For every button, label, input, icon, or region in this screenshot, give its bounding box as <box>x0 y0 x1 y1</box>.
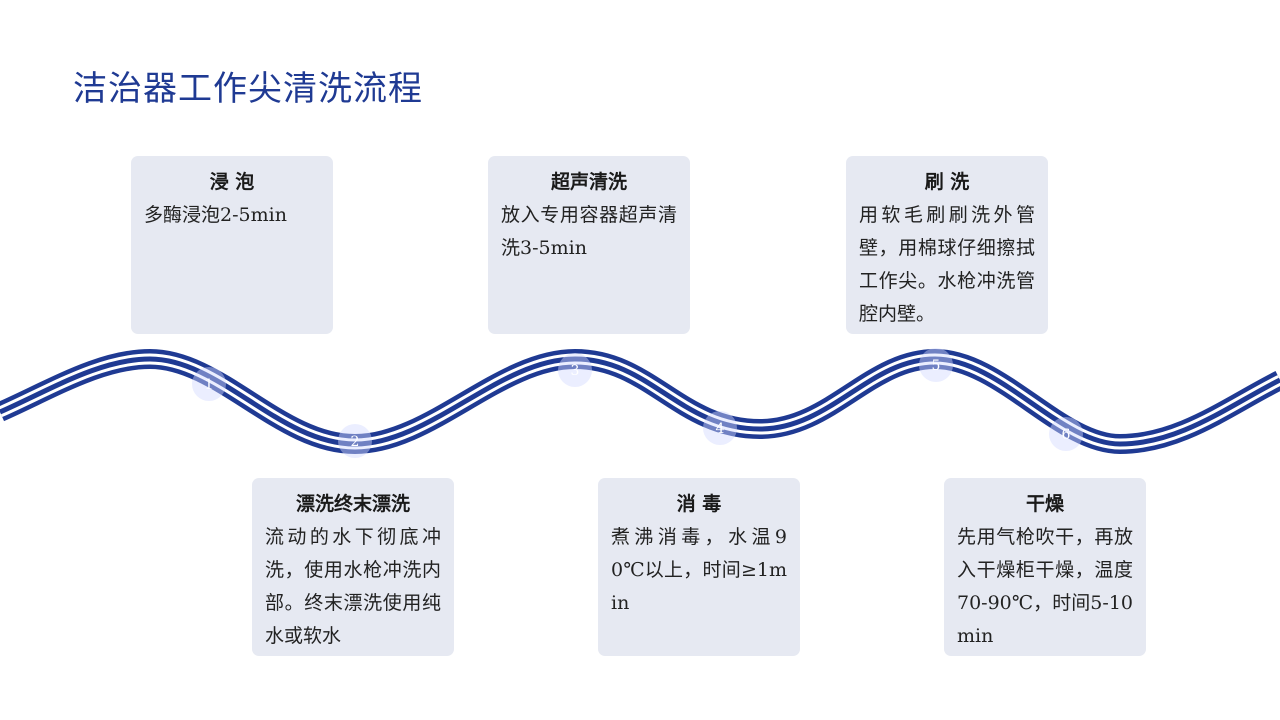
step-marker-3: 3 <box>558 353 592 387</box>
step-marker-1: 1 <box>192 367 226 401</box>
step-description: 流动的水下彻底冲洗，使用水枪冲洗内部。终末漂洗使用纯水或软水 <box>265 526 441 647</box>
step-description: 放入专用容器超声清洗3-5min <box>501 204 677 259</box>
step-marker-4: 4 <box>703 411 737 445</box>
step-title: 干燥 <box>1025 493 1064 515</box>
page-title: 洁治器工作尖清洗流程 <box>73 69 423 109</box>
step-title: 超声清洗 <box>550 171 627 193</box>
step-number-label: 5 <box>932 358 941 374</box>
step-number-label: 3 <box>571 363 580 379</box>
step-description: 先用气枪吹干，再放入干燥柜干燥，温度70-90℃，时间5-10min <box>957 526 1133 647</box>
step-number-label: 2 <box>351 434 360 450</box>
step-card-disinfect: 消 毒 煮沸消毒，水温90℃以上，时间≥1min <box>598 478 800 656</box>
step-card-brush: 刷 洗 用软毛刷刷洗外管壁，用棉球仔细擦拭工作尖。水枪冲洗管腔内壁。 <box>846 156 1048 334</box>
step-card-ultrasonic: 超声清洗 放入专用容器超声清洗3-5min <box>488 156 690 334</box>
step-marker-5: 5 <box>919 348 953 382</box>
step-title: 漂洗终末漂洗 <box>295 493 410 515</box>
step-title: 刷 洗 <box>924 171 970 193</box>
step-number-label: 1 <box>205 377 214 393</box>
step-title: 消 毒 <box>676 493 722 515</box>
step-marker-6: 6 <box>1049 417 1083 451</box>
process-wave-timeline: 1 2 3 4 5 6 <box>0 348 1280 458</box>
step-card-soak: 浸 泡 多酶浸泡2-5min <box>131 156 333 334</box>
step-marker-2: 2 <box>338 424 372 458</box>
step-title: 浸 泡 <box>209 171 255 193</box>
step-number-label: 6 <box>1062 427 1071 443</box>
step-card-dry: 干燥 先用气枪吹干，再放入干燥柜干燥，温度70-90℃，时间5-10min <box>944 478 1146 656</box>
step-card-rinse: 漂洗终末漂洗 流动的水下彻底冲洗，使用水枪冲洗内部。终末漂洗使用纯水或软水 <box>252 478 454 656</box>
step-description: 用软毛刷刷洗外管壁，用棉球仔细擦拭工作尖。水枪冲洗管腔内壁。 <box>859 204 1035 325</box>
step-description: 煮沸消毒，水温90℃以上，时间≥1min <box>611 526 787 614</box>
step-number-label: 4 <box>716 421 725 437</box>
step-description: 多酶浸泡2-5min <box>144 204 287 226</box>
